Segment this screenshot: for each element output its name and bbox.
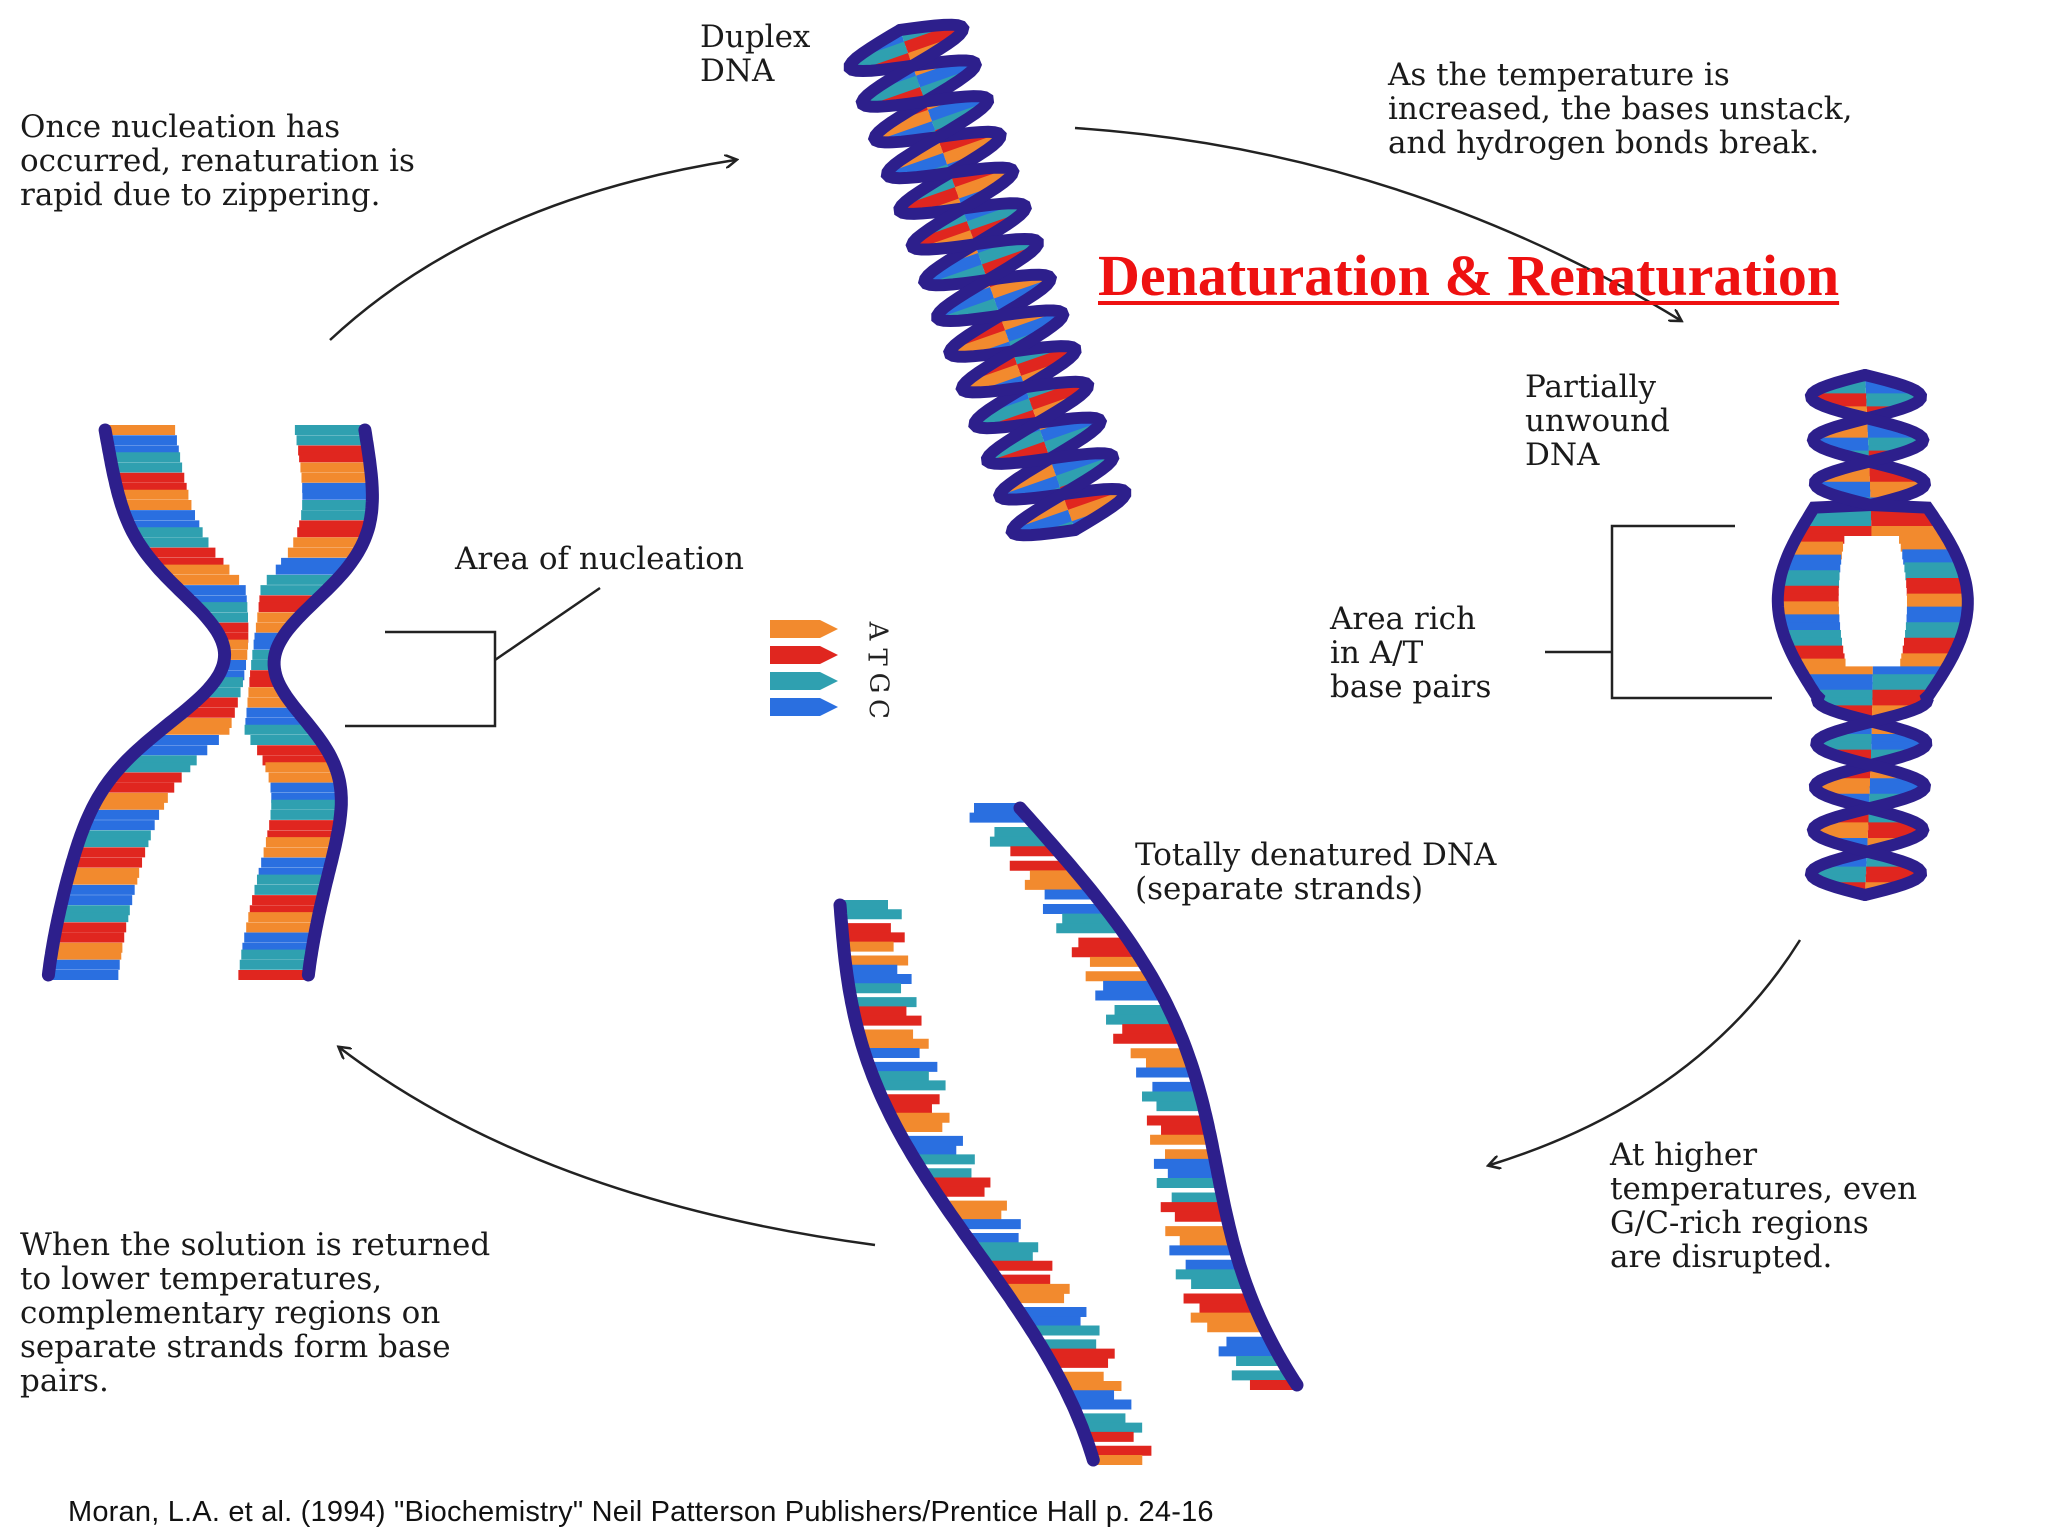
label-area-at-rich: Area rich in A/T base pairs — [1330, 601, 1492, 705]
label-higher-temperatures: At higher temperatures, even G/C-rich re… — [1610, 1137, 1918, 1275]
diagram-title: Denaturation & Renaturation — [1098, 243, 1840, 308]
cytosine-base-icon — [770, 698, 838, 716]
backbone-strand — [1013, 801, 1304, 1392]
adenine-base-icon — [770, 620, 838, 638]
thymine-base-icon — [770, 646, 838, 664]
source-citation: Moran, L.A. et al. (1994) "Biochemistry"… — [68, 1496, 1214, 1528]
backbone-strand — [855, 18, 1120, 542]
backbone-strand — [1804, 369, 1974, 901]
arrow-denatured-to-nucleation — [340, 1048, 876, 1247]
nucleating-dna-strands — [41, 423, 379, 982]
legend-letter-t: T — [861, 648, 892, 666]
legend-letter-g: G — [863, 672, 894, 694]
legend-letter-c: C — [862, 699, 893, 719]
label-area-nucleation: Area of nucleation — [455, 541, 744, 577]
label-lower-temperatures: When the solution is returned to lower t… — [20, 1227, 491, 1399]
arrow-duplex-to-partial — [1074, 126, 1680, 320]
backbone-strand — [267, 423, 379, 982]
label-nucleation-zippering: Once nucleation has occurred, renaturati… — [20, 109, 415, 213]
guanine-base-icon — [770, 672, 838, 690]
label-temperature-increase: As the temperature is increased, the bas… — [1388, 57, 1853, 161]
label-duplex-dna: Duplex DNA — [700, 19, 811, 89]
backbone-strand — [833, 898, 1100, 1467]
nucleation-bracket — [345, 630, 497, 728]
arrow-nucleation-to-duplex — [329, 160, 735, 341]
legend-letter-a: A — [862, 621, 893, 641]
backbone-strand — [41, 423, 232, 982]
base-color-legend — [770, 620, 838, 716]
denatured-dna-strands — [833, 801, 1304, 1467]
arrow-partial-to-denatured — [1490, 939, 1802, 1165]
at-rich-bracket — [1610, 524, 1772, 700]
duplex-dna-helix — [843, 18, 1132, 542]
nucleation-leader-line — [494, 586, 601, 662]
label-totally-denatured: Totally denatured DNA (separate strands) — [1135, 837, 1497, 907]
label-partially-unwound: Partially unwound DNA — [1525, 369, 1670, 473]
partially-unwound-dna — [1771, 369, 1974, 901]
